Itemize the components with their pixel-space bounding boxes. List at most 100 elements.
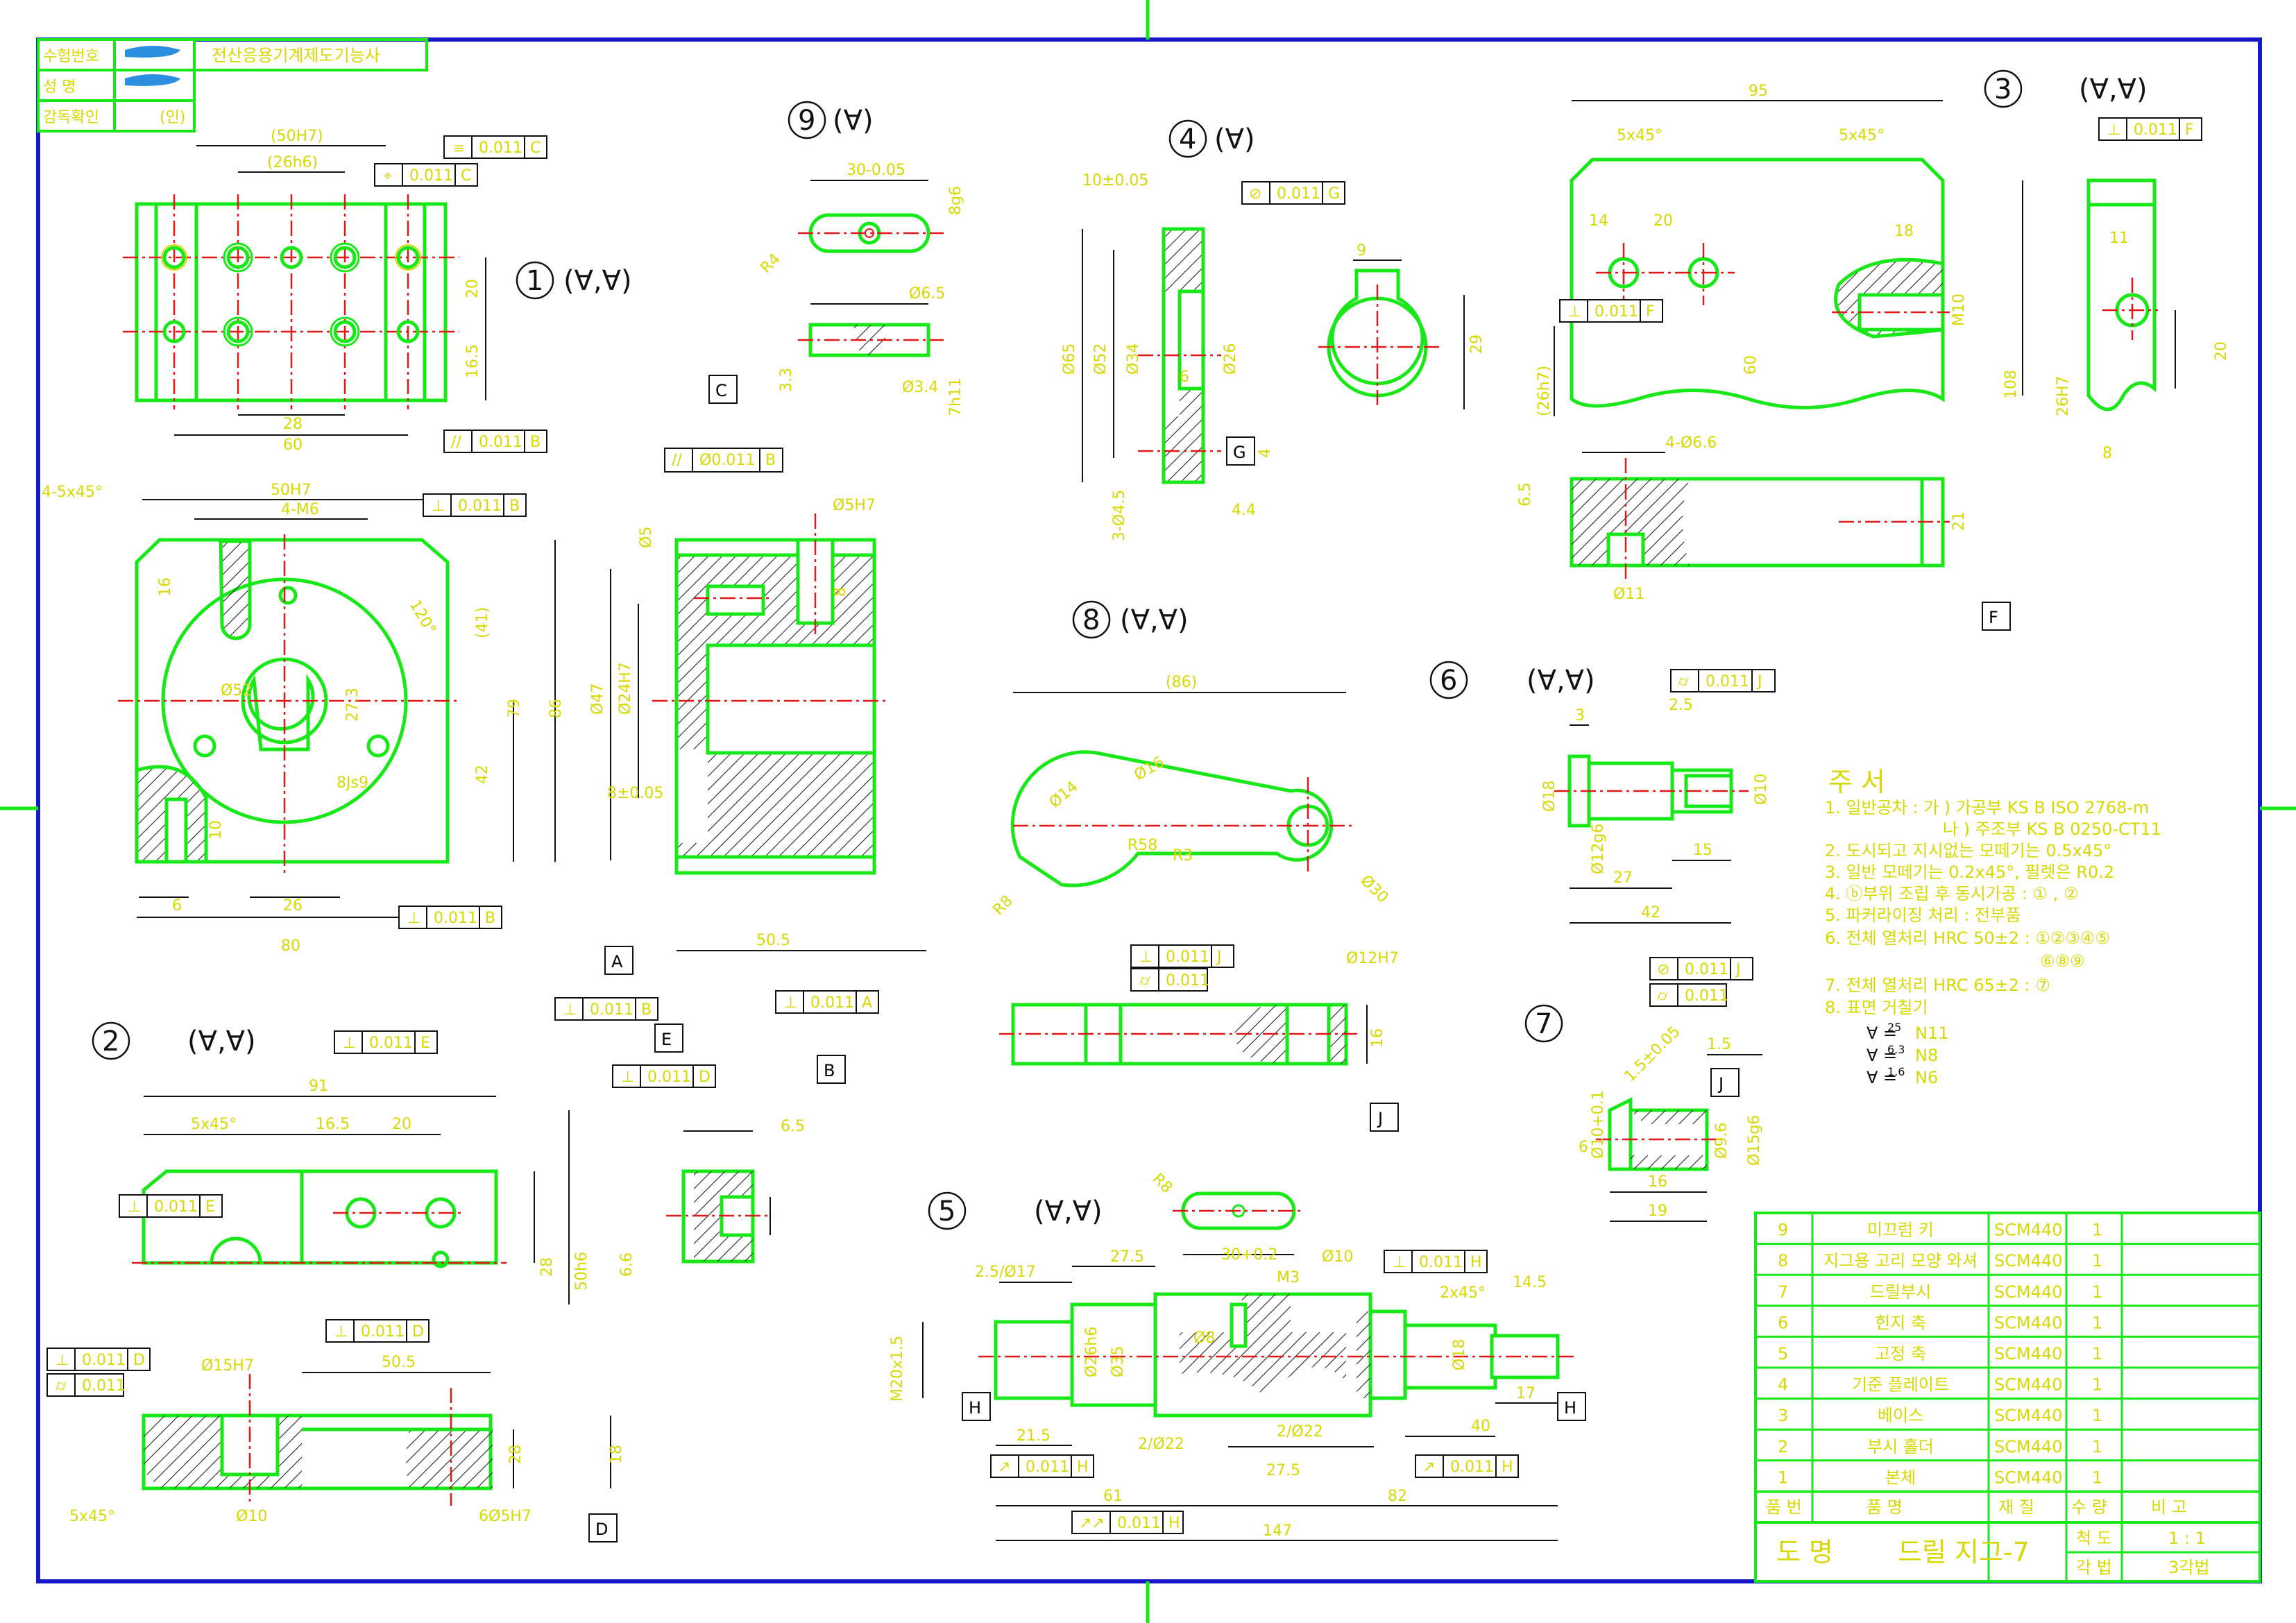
view-label-6: 6 (∀,∀)	[1429, 661, 1595, 699]
dim: Ø10+0.1	[1590, 1090, 1607, 1159]
table-cell-mat: SCM440	[1994, 1221, 2063, 1240]
dim: 26	[283, 897, 303, 915]
datum-labels: C A B E D F G H H J J	[588, 375, 2011, 1543]
dim: 18	[608, 1445, 625, 1464]
dim: 2.5/Ø17	[975, 1264, 1036, 1281]
roughness-w: N11	[1915, 1023, 1949, 1043]
view-label-7: 7	[1524, 1004, 1563, 1043]
supervisor-label: 감독확인	[43, 109, 99, 126]
svg-text:0.011: 0.011	[590, 1001, 633, 1019]
svg-text:(∀,∀): (∀,∀)	[187, 1026, 256, 1057]
svg-text:E: E	[420, 1035, 430, 1052]
dim: Ø8	[1193, 1329, 1215, 1347]
svg-text://: //	[451, 434, 461, 451]
note-line: 5. 파커라이징 처리 : 전부품	[1825, 906, 2021, 925]
dim: 27.5	[1110, 1248, 1144, 1266]
svg-text:J: J	[1735, 961, 1741, 978]
part-2-bush-holder: 91 5x45° 16.5 20 28 50h6 Ø15H7 50.5 18 5…	[69, 1078, 805, 1525]
dim: Ø12g6	[1590, 824, 1607, 874]
part-6-hinge-shaft: 3 2.5 Ø18 Ø10 Ø12g6 15 27 42	[1541, 697, 1770, 924]
exam-no-label: 수험번호	[43, 48, 99, 65]
dim: 4-M6	[281, 501, 319, 518]
svg-text:7: 7	[1535, 1008, 1552, 1040]
table-cell-no: 6	[1778, 1313, 1788, 1332]
tolerance-frame: ⊘ 0.011 J ⌭ 0.011	[1649, 957, 1753, 1007]
note-line: ⑥⑧⑨	[2040, 951, 2085, 971]
svg-text:0.011: 0.011	[1117, 1515, 1161, 1532]
table-cell-name: 힌지 축	[1875, 1313, 1926, 1332]
dim: 6	[1579, 1139, 1588, 1156]
dim: Ø15H7	[201, 1357, 254, 1375]
dim: 28	[538, 1257, 556, 1277]
part-4-reference-plate: 10±0.05 Ø65 Ø52 Ø34 Ø26 6 9 29 3-Ø4.5 4.…	[1061, 172, 1486, 541]
dim: 20	[464, 279, 482, 298]
dim: Ø14	[1046, 778, 1082, 811]
header-note: 비 고	[2151, 1497, 2187, 1517]
svg-text:J: J	[1216, 949, 1222, 966]
svg-text:A: A	[611, 952, 623, 971]
note-line: 1. 일반공차 : 가 ) 가공부 KS B ISO 2768-m	[1825, 798, 2149, 817]
dim: Ø12H7	[1346, 950, 1399, 967]
svg-text:H: H	[1564, 1398, 1576, 1418]
dim: 42	[474, 765, 491, 784]
table-cell-qty: 1	[2092, 1251, 2102, 1271]
dim: 29	[1468, 334, 1486, 354]
dim: 60	[1742, 355, 1760, 375]
note-line: 6. 전체 열처리 HRC 50±2 : ①②③④⑤	[1825, 928, 2110, 948]
dim: 3	[1575, 707, 1585, 724]
svg-text:E: E	[205, 1198, 215, 1216]
table-cell-no: 1	[1778, 1468, 1788, 1487]
svg-text:(∀,∀): (∀,∀)	[563, 265, 632, 297]
table-cell-name: 기준 플레이트	[1852, 1375, 1949, 1395]
dim: R4	[758, 250, 784, 277]
tolerance-frame: ⊥ 0.011 E ⊥ 0.011 E ⊥ 0.011 D ⊥ 0.011 D …	[46, 1030, 716, 1397]
table-cell-name: 미끄럼 키	[1867, 1221, 1934, 1240]
svg-text:0.011: 0.011	[1166, 972, 1209, 989]
table-cell-qty: 1	[2092, 1437, 2102, 1456]
dim: M10	[1950, 294, 1968, 326]
svg-text:3: 3	[1994, 74, 2012, 105]
dim: 4	[1257, 448, 1274, 458]
tolerance-frame: ≡ 0.011 C ⌖ 0.011 C	[374, 135, 547, 187]
table-cell-no: 2	[1778, 1437, 1788, 1456]
dim: 1.5±0.05	[1622, 1023, 1684, 1085]
svg-text:0.011: 0.011	[1595, 303, 1638, 321]
svg-text:F: F	[1989, 608, 1998, 627]
table-cell-name: 드릴부시	[1870, 1282, 1931, 1302]
dim: 6.5	[1517, 482, 1534, 507]
svg-text:0.011: 0.011	[479, 434, 522, 451]
svg-text:0.011: 0.011	[154, 1198, 198, 1216]
dim: 30-0.05	[847, 162, 905, 179]
svg-text:6: 6	[1440, 665, 1457, 697]
table-cell-name: 부시 홀더	[1867, 1437, 1934, 1456]
svg-text:4: 4	[1179, 124, 1196, 155]
svg-text:0.011: 0.011	[647, 1069, 691, 1086]
svg-text:(∀): (∀)	[1214, 124, 1255, 155]
dim: 27.3	[344, 688, 362, 722]
dim: Ø18	[1541, 781, 1558, 812]
svg-text:0.011: 0.011	[1277, 185, 1320, 203]
svg-text:0.011: 0.011	[458, 498, 502, 515]
dim: 27	[1613, 869, 1633, 887]
part-5-fixed-shaft: 2.5/Ø17 27.5 30+0.2 Ø10 M3 2x45° 14.5 M2…	[889, 1171, 1575, 1541]
dim: Ø26h6	[1083, 1327, 1100, 1377]
svg-text:⊥: ⊥	[784, 994, 797, 1012]
dim: Ø9.6	[1713, 1123, 1730, 1159]
dim: Ø47	[589, 683, 606, 715]
scale-label: 척 도	[2076, 1529, 2112, 1548]
part-1-section-view: Ø5H7 Ø47 Ø24H7 50.5 8±0.05 8 Ø5	[589, 497, 926, 951]
dim: 3-Ø4.5	[1111, 490, 1128, 541]
svg-text:0.011: 0.011	[434, 910, 477, 927]
svg-text:⊥: ⊥	[1139, 949, 1153, 966]
svg-text:1.6: 1.6	[1887, 1065, 1905, 1078]
part-7-drill-bush: 1.5 16 19 Ø10+0.1 Ø15g6 Ø9.6 6 1.5±0.05	[1579, 1023, 1763, 1222]
dim: 28	[283, 416, 303, 433]
svg-text:0.011: 0.011	[1026, 1459, 1069, 1476]
dim: 42	[1641, 904, 1660, 921]
dim: 16	[1648, 1173, 1667, 1191]
dim: Ø34	[1125, 343, 1142, 375]
dim: R58	[1128, 837, 1157, 854]
dim: 50.5	[756, 932, 790, 949]
